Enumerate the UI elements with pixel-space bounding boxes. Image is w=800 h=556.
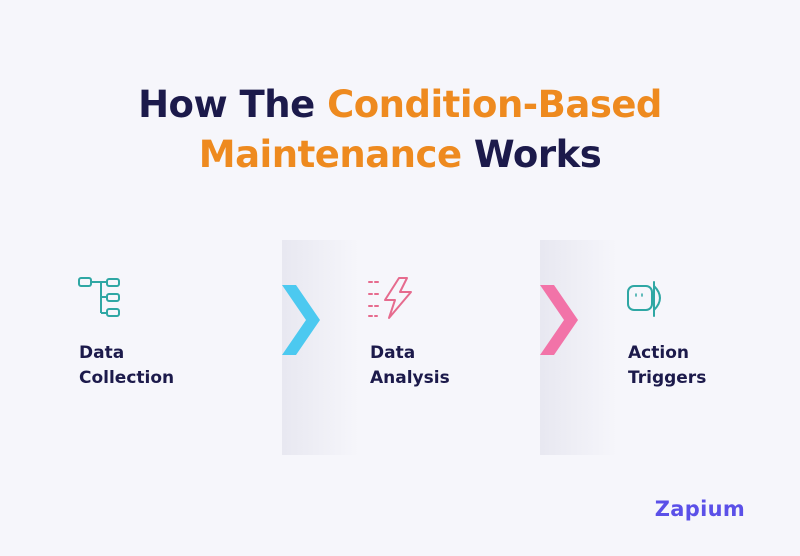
- diagram-title: How The Condition-Based Maintenance Work…: [0, 80, 800, 180]
- step-3-line-1: Action: [628, 343, 689, 363]
- title-line-1: How The Condition-Based: [0, 80, 800, 130]
- step-1-line-1: Data: [79, 343, 125, 363]
- title-text-2: Works: [461, 133, 602, 176]
- brand-logo: Zapium: [654, 497, 745, 521]
- step-1-line-2: Collection: [79, 368, 175, 388]
- data-collection-icon: [77, 276, 123, 326]
- title-highlight-1: Condition-Based: [327, 83, 662, 126]
- lightning-analysis-icon: [367, 274, 417, 326]
- title-line-2: Maintenance Works: [0, 130, 800, 180]
- step-panel-triggers: [540, 240, 798, 455]
- step-2-line-2: Analysis: [370, 368, 450, 388]
- title-text-1: How The: [138, 83, 328, 126]
- step-3-line-2: Triggers: [628, 368, 707, 388]
- action-trigger-icon: [626, 278, 672, 326]
- step-2-line-1: Data: [370, 343, 416, 363]
- flow-arrow-1: [282, 285, 322, 359]
- title-highlight-2: Maintenance: [198, 133, 462, 176]
- step-label-data-analysis: Data Analysis: [370, 341, 450, 391]
- step-label-data-collection: Data Collection: [79, 341, 174, 391]
- step-panel-analysis: [282, 240, 540, 455]
- flow-arrow-2: [540, 285, 580, 359]
- step-label-action-triggers: Action Triggers: [628, 341, 706, 391]
